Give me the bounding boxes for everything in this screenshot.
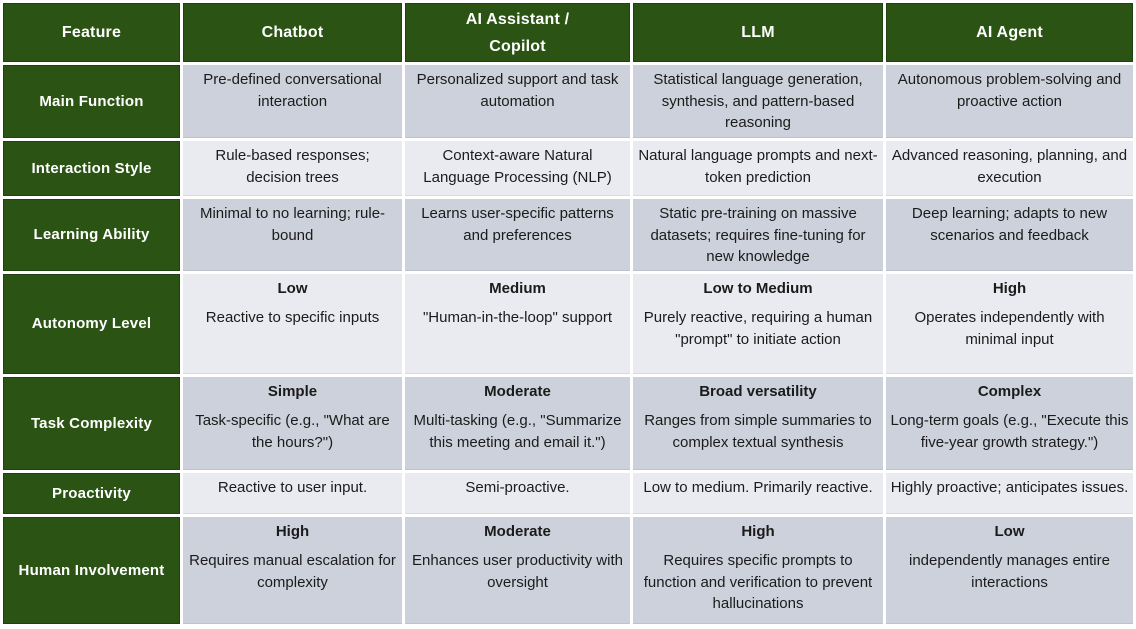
cell-description: Rule-based responses; decision trees [215,147,370,186]
cell-main-function-chatbot: Pre-defined conversational interaction [183,65,402,138]
row-label-autonomy-level: Autonomy Level [3,273,180,374]
header-cell-llm: LLM [633,3,883,62]
cell-learning-ability-chatbot: Minimal to no learning; rule-bound [183,199,402,271]
row-main-function: Main Function Pre-defined conversational… [3,65,1133,138]
cell-bold-label: High [741,522,775,540]
cell-description: Learns user-specific patterns and prefer… [421,205,614,244]
cell-description: Low to medium. Primarily reactive. [643,478,873,496]
cell-description: Natural language prompts and next-token … [638,147,878,186]
cell-bold-label: Medium [489,279,546,297]
cell-human-involvement-llm: High Requires specific prompts to functi… [633,516,883,624]
cell-proactivity-ai-assistant: Semi-proactive. [405,472,630,514]
cell-learning-ability-ai-agent: Deep learning; adapts to new scenarios a… [886,199,1133,271]
cell-bold-label: Low to Medium [703,279,813,297]
cell-interaction-style-llm: Natural language prompts and next-token … [633,141,883,196]
cell-description: Purely reactive, requiring a human "prom… [643,309,873,348]
cell-human-involvement-chatbot: High Requires manual escalation for comp… [183,516,402,624]
cell-interaction-style-chatbot: Rule-based responses; decision trees [183,141,402,196]
row-interaction-style: Interaction Style Rule-based responses; … [3,141,1133,196]
cell-description: independently manages entire interaction… [909,552,1110,591]
cell-bold-label: Complex [977,382,1042,400]
row-human-involvement: Human Involvement High Requires manual e… [3,516,1133,624]
cell-task-complexity-ai-assistant: Moderate Multi-tasking (e.g., "Summarize… [405,376,630,470]
cell-description: Deep learning; adapts to new scenarios a… [911,205,1108,244]
cell-task-complexity-chatbot: Simple Task-specific (e.g., "What are th… [183,376,402,470]
cell-main-function-ai-agent: Autonomous problem-solving and proactive… [886,65,1133,138]
cell-description: Minimal to no learning; rule-bound [199,205,386,244]
cell-proactivity-ai-agent: Highly proactive; anticipates issues. [886,472,1133,514]
row-label-proactivity: Proactivity [3,472,180,514]
header-cell-feature: Feature [3,3,180,62]
row-label-main-function: Main Function [3,65,180,138]
cell-human-involvement-ai-agent: Low independently manages entire interac… [886,516,1133,624]
row-label-human-involvement: Human Involvement [3,516,180,624]
cell-description: Task-specific (e.g., "What are the hours… [195,412,390,451]
cell-task-complexity-llm: Broad versatility Ranges from simple sum… [633,376,883,470]
cell-description: Enhances user productivity with oversigh… [412,552,623,591]
cell-bold-label: Moderate [484,522,551,540]
cell-description: Highly proactive; anticipates issues. [890,478,1129,496]
cell-interaction-style-ai-agent: Advanced reasoning, planning, and execut… [886,141,1133,196]
cell-description: Advanced reasoning, planning, and execut… [891,147,1128,186]
cell-autonomy-level-ai-agent: High Operates independently with minimal… [886,273,1133,374]
cell-description: Reactive to specific inputs [205,309,380,326]
cell-description: Statistical language generation, synthes… [653,71,863,131]
row-label-learning-ability: Learning Ability [3,199,180,271]
cell-description: Requires manual escalation for complexit… [189,552,396,591]
cell-proactivity-chatbot: Reactive to user input. [183,472,402,514]
cell-learning-ability-llm: Static pre-training on massive datasets;… [633,199,883,271]
row-proactivity: Proactivity Reactive to user input. Semi… [3,472,1133,514]
cell-description: Context-aware Natural Language Processin… [423,147,612,186]
cell-description: "Human-in-the-loop" support [422,309,613,326]
header-cell-ai-assistant-copilot: AI Assistant / Copilot [405,3,630,62]
cell-main-function-ai-assistant: Personalized support and task automation [405,65,630,138]
row-learning-ability: Learning Ability Minimal to no learning;… [3,199,1133,271]
cell-bold-label: Moderate [484,382,551,400]
row-task-complexity: Task Complexity Simple Task-specific (e.… [3,376,1133,470]
header-row: Feature Chatbot AI Assistant / Copilot L… [3,3,1133,62]
cell-autonomy-level-ai-assistant: Medium "Human-in-the-loop" support [405,273,630,374]
cell-human-involvement-ai-assistant: Moderate Enhances user productivity with… [405,516,630,624]
cell-learning-ability-ai-assistant: Learns user-specific patterns and prefer… [405,199,630,271]
cell-description: Multi-tasking (e.g., "Summarize this mee… [413,412,622,451]
cell-bold-label: Simple [267,382,318,400]
cell-description: Reactive to user input. [217,478,368,496]
cell-description: Static pre-training on massive datasets;… [650,205,866,265]
cell-autonomy-level-chatbot: Low Reactive to specific inputs [183,273,402,374]
cell-description: Long-term goals (e.g., "Execute this fiv… [890,412,1129,451]
cell-description: Requires specific prompts to function an… [643,552,873,612]
cell-bold-label: High [275,522,310,540]
cell-main-function-llm: Statistical language generation, synthes… [633,65,883,138]
cell-description: Autonomous problem-solving and proactive… [897,71,1122,110]
cell-bold-label: Low [994,522,1025,540]
cell-description: Personalized support and task automation [416,71,619,110]
cell-description: Pre-defined conversational interaction [203,71,382,110]
cell-task-complexity-ai-agent: Complex Long-term goals (e.g., "Execute … [886,376,1133,470]
cell-autonomy-level-llm: Low to Medium Purely reactive, requiring… [633,273,883,374]
header-cell-ai-agent: AI Agent [886,3,1133,62]
cell-interaction-style-ai-assistant: Context-aware Natural Language Processin… [405,141,630,196]
cell-description: Operates independently with minimal inpu… [914,309,1105,348]
cell-proactivity-llm: Low to medium. Primarily reactive. [633,472,883,514]
row-label-task-complexity: Task Complexity [3,376,180,470]
cell-bold-label: High [992,279,1027,297]
row-autonomy-level: Autonomy Level Low Reactive to specific … [3,273,1133,374]
header-cell-chatbot: Chatbot [183,3,402,62]
cell-description: Ranges from simple summaries to complex … [644,412,872,451]
cell-bold-label: Broad versatility [699,382,817,400]
cell-description: Semi-proactive. [465,478,570,496]
cell-bold-label: Low [277,279,308,297]
row-label-interaction-style: Interaction Style [3,141,180,196]
